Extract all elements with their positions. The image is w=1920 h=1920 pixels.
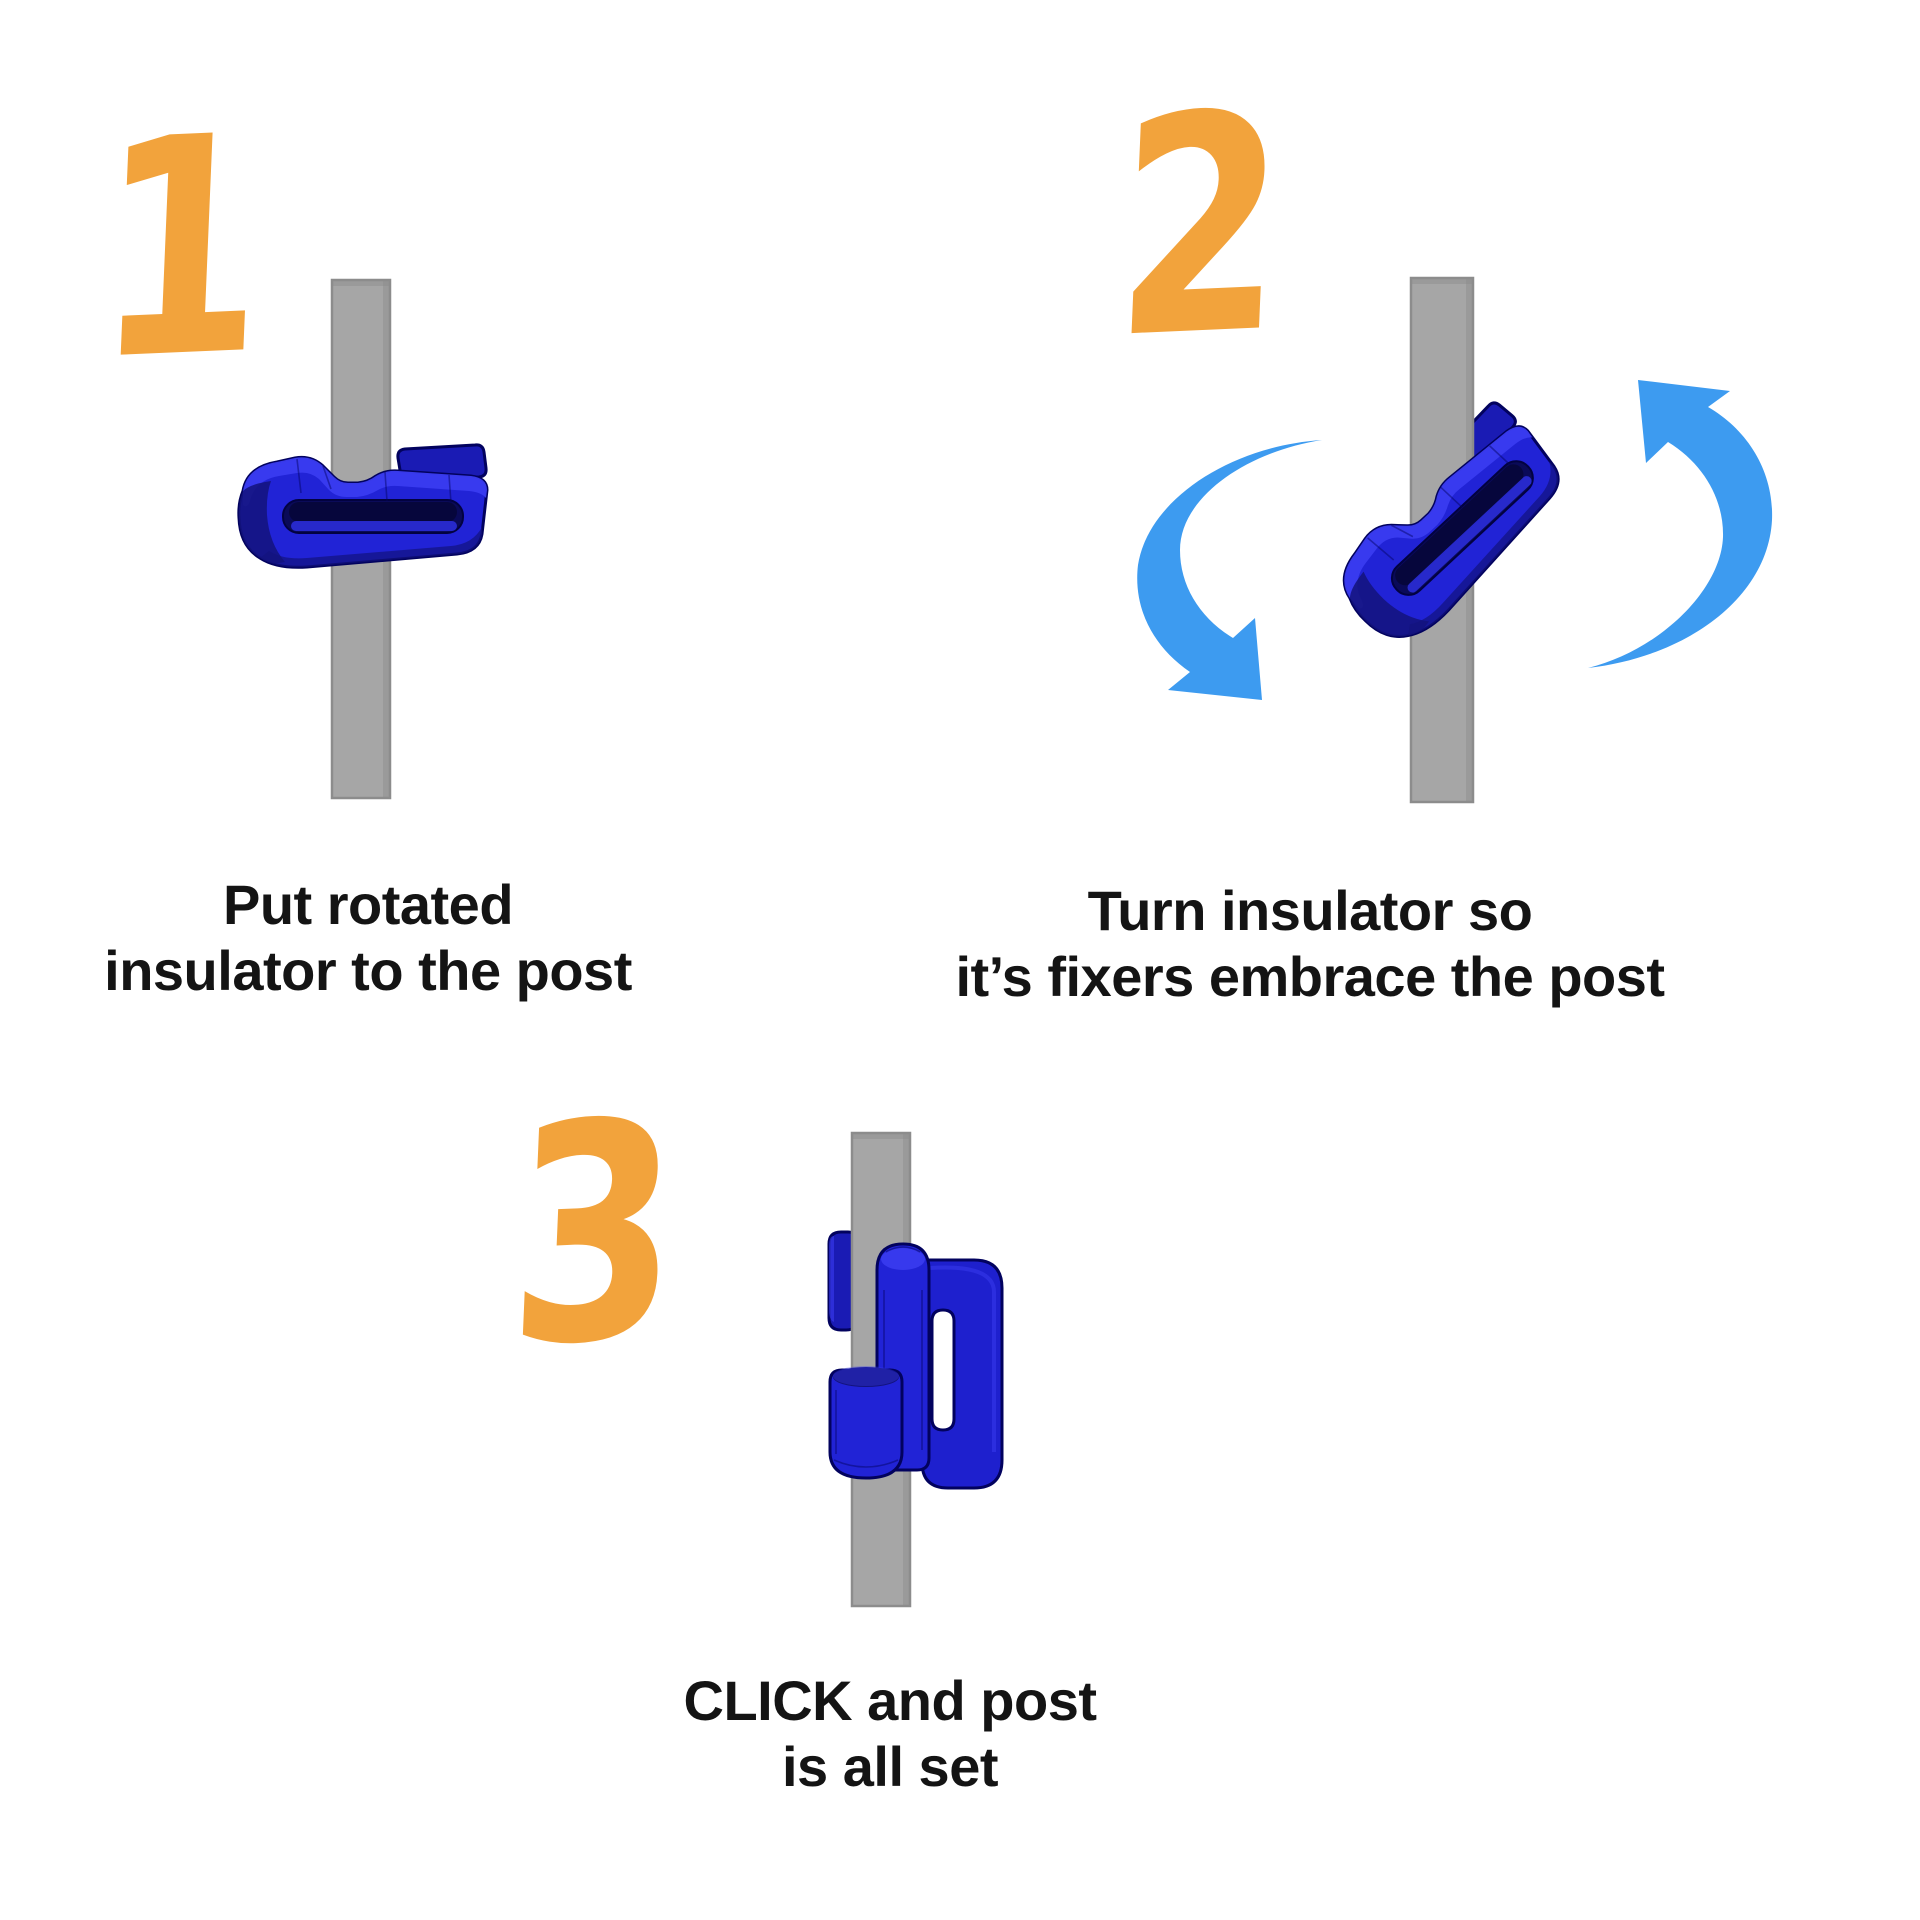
- rotate-arrow-left-icon: [1137, 440, 1322, 700]
- step-2-caption: Turn insulator so it’s fixers embrace th…: [955, 878, 1665, 1010]
- caption-line: CLICK and post: [683, 1669, 1097, 1732]
- step-3-caption: CLICK and post is all set: [684, 1668, 1097, 1800]
- rotate-arrow-right-icon: [1588, 380, 1773, 668]
- step-1-figure: [237, 278, 489, 800]
- insulator: [828, 1242, 1004, 1490]
- caption-line: Turn insulator so: [1087, 879, 1533, 942]
- step-number-1: 1: [89, 70, 272, 427]
- caption-line: insulator to the post: [104, 939, 632, 1002]
- step-number-2: 2: [1109, 48, 1292, 405]
- caption-line: is all set: [781, 1735, 999, 1798]
- step-3-figure: [827, 1131, 1004, 1608]
- caption-line: Put rotated: [222, 873, 514, 936]
- step-1-caption: Put rotated insulator to the post: [104, 872, 632, 1004]
- caption-line: it’s fixers embrace the post: [955, 945, 1665, 1008]
- step-number-3: 3: [503, 1056, 686, 1413]
- step-2-figure: [1137, 276, 1773, 804]
